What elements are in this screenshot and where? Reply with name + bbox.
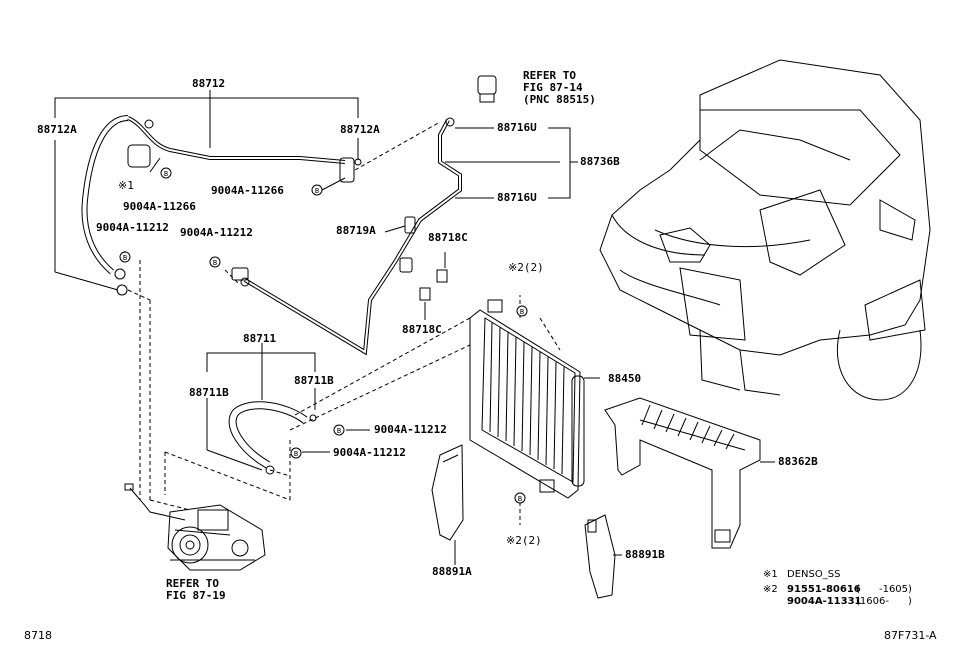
label-9004a-11212-left: 9004A-11212 — [96, 221, 169, 234]
callout-letter-6: B — [337, 427, 341, 435]
label-88711b-left: 88711B — [189, 386, 229, 399]
leader-1 — [149, 157, 161, 173]
footer-code-left: 8718 — [24, 629, 52, 642]
hose-88712 — [81, 115, 362, 296]
callout-letter-2: B — [315, 187, 319, 195]
pipe-88716u — [231, 117, 462, 356]
callout-letter-1: B — [164, 170, 168, 178]
label-88711b-right: 88711B — [294, 374, 334, 387]
label-88450: 88450 — [608, 372, 642, 385]
note2-mark: ※2 — [763, 584, 778, 595]
note2-part2: 9004A-11331 — [787, 596, 862, 607]
label-88716u-bottom: 88716U — [497, 191, 537, 204]
label-88712a-left: 88712A — [37, 123, 77, 136]
label-note2-bottom: ※2(2) — [506, 534, 542, 547]
callout-letter-3: B — [123, 254, 127, 262]
callout-letter-4: B — [213, 259, 217, 267]
callout-letter-8: B — [518, 495, 522, 503]
radiator-support-88362b — [604, 397, 775, 549]
callout-letter-7: B — [294, 450, 298, 458]
label-refer-fig-87-14: REFER TO FIG 87-14 (PNC 88515) — [523, 69, 596, 106]
note2-part1: 91551-80616 — [787, 584, 861, 595]
label-88711: 88711 — [243, 332, 277, 345]
dashed-guides-left — [124, 121, 441, 500]
vehicle-outline — [599, 59, 931, 401]
callout-letters: B B B B B B B B — [123, 170, 524, 503]
note2-range2: (1606- ) — [856, 596, 912, 607]
label-88716u-top: 88716U — [497, 121, 537, 134]
label-88736b: 88736B — [580, 155, 620, 168]
label-88718c-bottom: 88718C — [402, 323, 442, 336]
label-9004a-11266-a: 9004A-11266 — [211, 184, 284, 197]
label-88718c-top: 88718C — [428, 231, 468, 244]
sensor-88719a — [384, 216, 416, 273]
label-note1-marker: ※1 — [118, 179, 134, 192]
bracket-88711 — [206, 343, 316, 471]
leader-2 — [321, 177, 346, 191]
callout-markers — [119, 167, 528, 504]
note1-mark: ※1 — [763, 569, 778, 580]
label-88362b: 88362B — [778, 455, 818, 468]
callout-letter-5: B — [520, 308, 524, 316]
label-88891a: 88891A — [432, 565, 472, 578]
expansion-valve — [477, 75, 497, 103]
label-9004a-11212-c: 9004A-11212 — [374, 423, 447, 436]
label-88712: 88712 — [192, 77, 226, 90]
label-88719a: 88719A — [336, 224, 376, 237]
compressor — [124, 483, 266, 571]
seal-88891b — [584, 514, 622, 599]
label-9004a-11266-b: 9004A-11266 — [123, 200, 196, 213]
label-note2-top: ※2(2) — [508, 261, 544, 274]
seal-88891a — [431, 444, 464, 565]
label-9004a-11212-mid: 9004A-11212 — [180, 226, 253, 239]
footer-code-right: 87F731-A — [884, 629, 937, 642]
label-9004a-11212-d: 9004A-11212 — [333, 446, 406, 459]
label-refer-fig-87-19: REFER TO FIG 87-19 — [166, 577, 226, 602]
bracket-88736b — [445, 127, 578, 199]
note1-text: DENSO_SS — [787, 569, 841, 580]
note2-range1: ( -1605) — [856, 584, 912, 595]
condenser-88450 — [469, 299, 600, 499]
label-88712a-right: 88712A — [340, 123, 380, 136]
bracket-88712 — [54, 90, 359, 291]
label-88891b: 88891B — [625, 548, 665, 561]
clips-88718c — [419, 252, 448, 320]
